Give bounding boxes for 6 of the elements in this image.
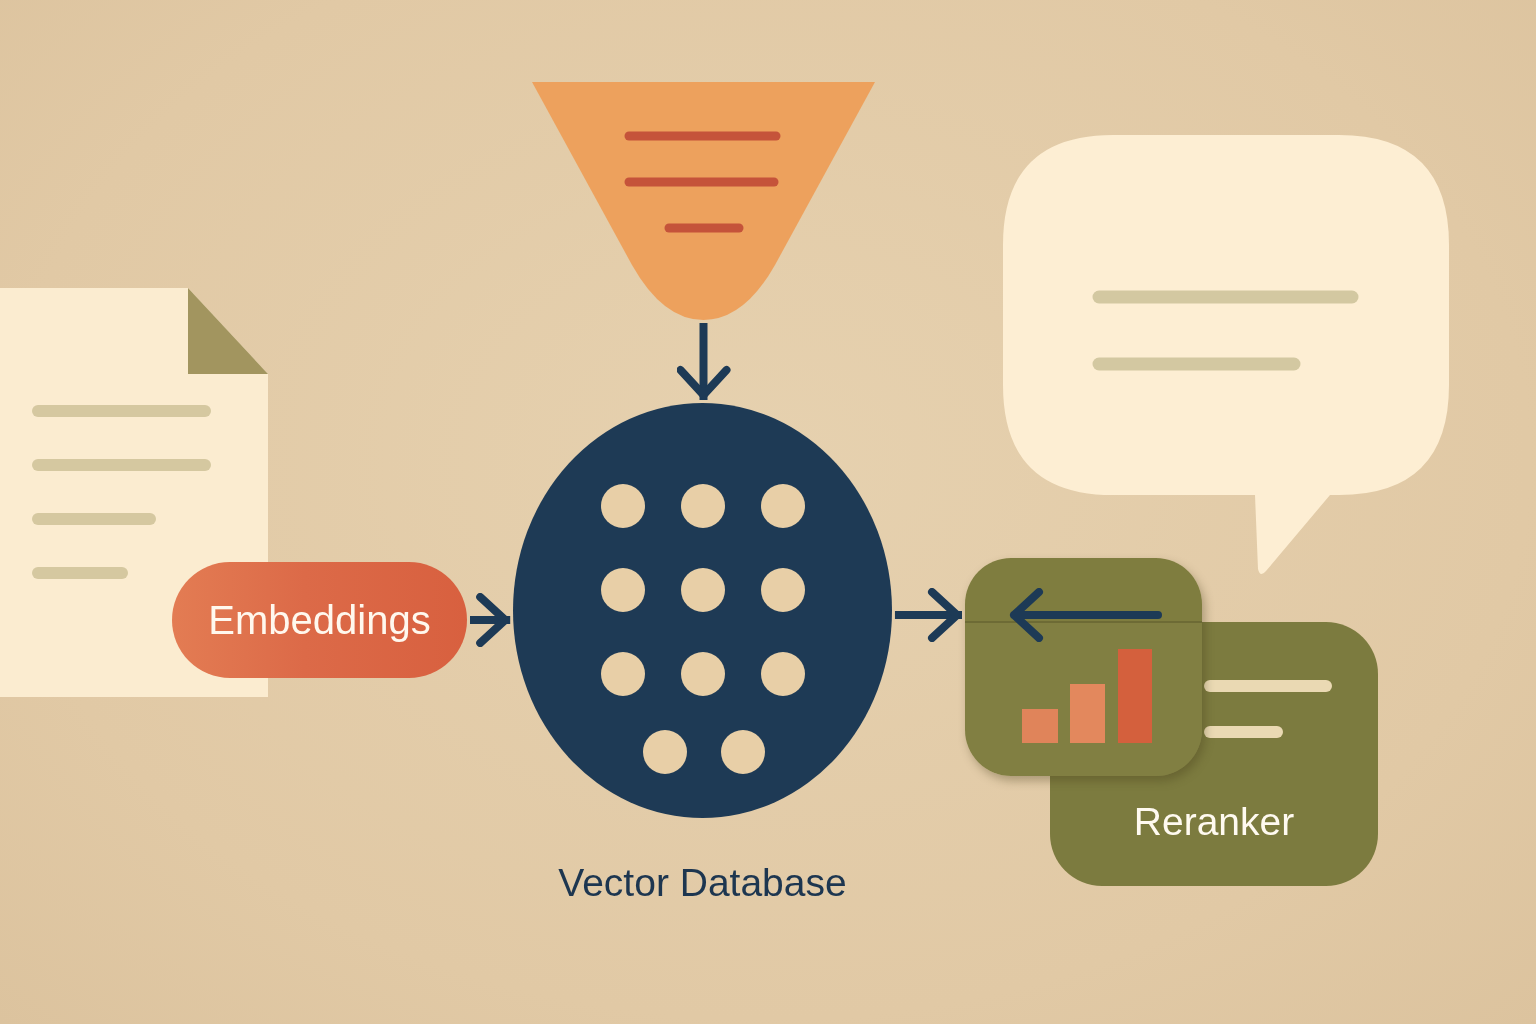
card-title: Reranker: [1133, 800, 1295, 845]
funnel-shape: [532, 82, 875, 320]
process-pill: Embeddings: [172, 562, 467, 678]
node-caption: Vector Database: [558, 861, 847, 906]
chart-card: [965, 558, 1202, 776]
dotted-circle: [513, 403, 892, 818]
